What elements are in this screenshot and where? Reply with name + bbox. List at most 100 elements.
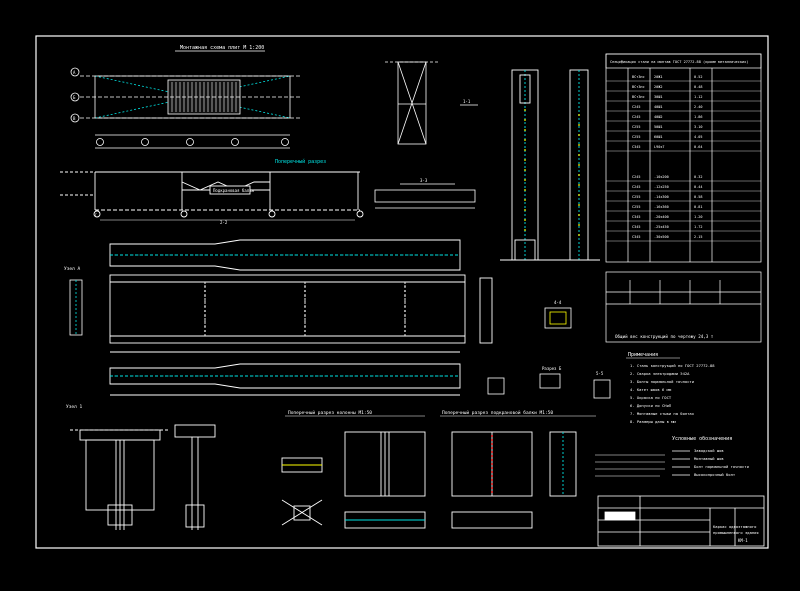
note-line: 7. Монтажные стыки на болтах	[630, 411, 695, 416]
girder-weld-dot	[138, 375, 140, 377]
girder-weld-dot	[318, 375, 320, 377]
stiffener-dot	[204, 330, 206, 332]
plan-axis-bubbles	[70, 67, 289, 146]
girder-weld-dot	[384, 254, 386, 256]
spec-cell: С255	[632, 135, 640, 139]
girder-weld-dot	[204, 375, 206, 377]
girder-weld-dot	[180, 375, 182, 377]
girder-weld-dot	[300, 375, 302, 377]
girder-weld-dot	[360, 254, 362, 256]
bolt-dot	[491, 459, 493, 461]
spec-cell: ВСт3пс	[632, 95, 645, 99]
spec-cell: 60Ш1	[654, 135, 662, 139]
bolt-dot	[491, 467, 493, 469]
girder-weld-dot	[246, 254, 248, 256]
girder-weld-dot	[198, 254, 200, 256]
bolt-dot	[491, 439, 493, 441]
label-section-5: 5-5	[596, 371, 604, 376]
stiffener-dot	[404, 310, 406, 312]
legend-item: Заводской шов	[694, 448, 724, 453]
spec-cell: 1.86	[694, 115, 702, 119]
girder-weld-dot	[408, 375, 410, 377]
girder-weld-dot	[222, 254, 224, 256]
spec-cell: -30x500	[654, 235, 669, 239]
frame-section: Поперечный разрез Подкрановая балка 2-2	[60, 159, 364, 225]
girder-weld-dot	[240, 375, 242, 377]
stiffener-dot	[404, 315, 406, 317]
girder-weld-dot	[174, 375, 176, 377]
spec-cell: 0.44	[694, 185, 702, 189]
girder-weld-dot	[144, 375, 146, 377]
girder-elevation	[109, 239, 493, 396]
stamp-sheet: КМ-1	[738, 538, 748, 543]
spec-cell: С245	[632, 185, 640, 189]
girder-weld-dot	[282, 254, 284, 256]
column-bolt-dot	[578, 204, 580, 206]
spec-cell: 0.58	[694, 195, 702, 199]
girder-weld-dot	[426, 254, 428, 256]
girder-weld-dot	[120, 254, 122, 256]
column-head-detail	[70, 424, 216, 530]
girder-weld-dot	[390, 254, 392, 256]
column-bolt-dot	[578, 214, 580, 216]
girder-weld-dot	[390, 375, 392, 377]
spec-cell: 40Ш2	[654, 115, 662, 119]
girder-weld-dot	[276, 254, 278, 256]
girder-weld-dot	[264, 254, 266, 256]
stiffener-dot	[304, 305, 306, 307]
spec-cell: 20Ж2	[654, 85, 662, 89]
girder-weld-dot	[288, 254, 290, 256]
girder-weld-dot	[450, 254, 452, 256]
column-bolt-dot	[578, 164, 580, 166]
spec-cell: С345	[632, 225, 640, 229]
girder-weld-dot	[408, 254, 410, 256]
girder-weld-dot	[156, 254, 158, 256]
girder-weld-dot	[198, 375, 200, 377]
girder-weld-dot	[396, 254, 398, 256]
girder-weld-dot	[348, 254, 350, 256]
girder-weld-dot	[396, 375, 398, 377]
girder-weld-dot	[210, 375, 212, 377]
text-block	[595, 454, 665, 477]
girder-weld-dot	[324, 375, 326, 377]
notes-list: 1. Сталь конструкций по ГОСТ 27772-882. …	[630, 363, 715, 424]
girder-weld-dot	[384, 375, 386, 377]
spec-cell: С255	[632, 195, 640, 199]
stiffener-dot	[204, 295, 206, 297]
bolt-dot	[491, 479, 493, 481]
girder-weld-dot	[306, 375, 308, 377]
girder-weld-dot	[186, 254, 188, 256]
column-bolt-dot	[524, 209, 526, 211]
girder-weld-dot	[366, 254, 368, 256]
column-bolt-dot	[524, 229, 526, 231]
stiffener-dot	[404, 290, 406, 292]
stiffener-dot	[404, 285, 406, 287]
girder-weld-dot	[336, 254, 338, 256]
stiffener-dot	[304, 315, 306, 317]
total-weight: Общий вес конструкций по чертежу 24,3 т	[615, 334, 714, 339]
spec-cell: 2.40	[694, 105, 702, 109]
plan-title: Монтажная схема плит М 1:200	[180, 45, 264, 51]
spec-cell: С255	[632, 205, 640, 209]
girder-weld-dot	[222, 375, 224, 377]
girder-weld-dot	[456, 254, 458, 256]
spec-cell: -10x200	[654, 175, 669, 179]
stiffener-dot	[204, 290, 206, 292]
column-bolt-dot	[524, 139, 526, 141]
girder-weld-dot	[306, 254, 308, 256]
spec-cell: 0.48	[694, 85, 702, 89]
stiffener-dot	[304, 290, 306, 292]
axis-label-a: А	[73, 70, 76, 75]
spec-cell: ВСт3пс	[632, 85, 645, 89]
girder-weld-dot	[216, 375, 218, 377]
spec-cell: 40Ш1	[654, 105, 662, 109]
spec-cell: 0.64	[694, 145, 702, 149]
spec-cell: L90x7	[654, 145, 665, 149]
bolt-dot	[491, 451, 493, 453]
legend-item: Монтажный шов	[694, 456, 724, 461]
note-line: 6. Допуски по СНиП	[630, 403, 672, 408]
spec-cell: 50Ш1	[654, 125, 662, 129]
notes-heading: Примечания	[628, 352, 658, 358]
bolt-dot	[491, 455, 493, 457]
